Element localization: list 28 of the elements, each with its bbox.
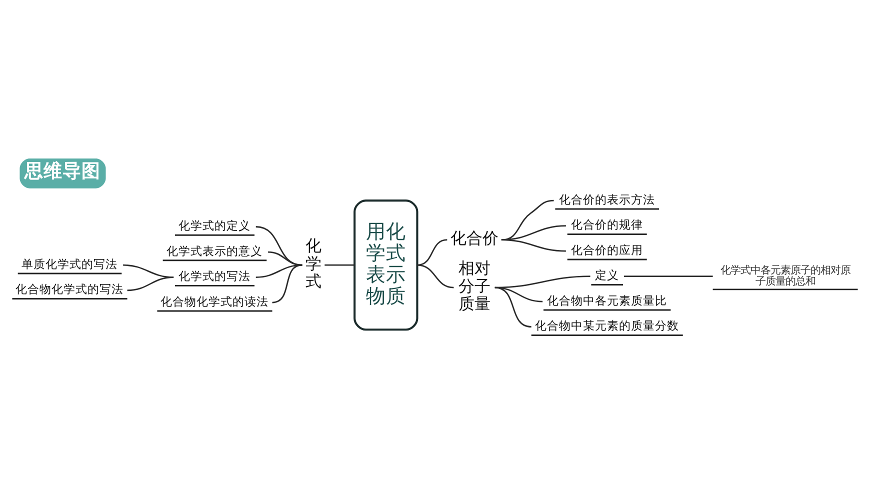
node-text: 化合物化学式的读法: [160, 294, 269, 308]
node-text: 化学式中各元素原子的相对原子质量的总和: [720, 264, 850, 288]
connector: [324, 264, 355, 266]
connector: [494, 286, 532, 328]
node-text: 化合价的应用: [571, 242, 644, 256]
node-text: 化合物化学式的写法: [16, 282, 124, 296]
node-text: 化学式的写法: [178, 268, 251, 283]
node-text: 化合物中某元素的质量分数: [535, 318, 680, 332]
node-box: 用化学式表示物质: [354, 199, 418, 330]
node-text: 化合价的表示方法: [559, 192, 656, 206]
node-text: 化学式: [305, 236, 322, 290]
connector: [127, 276, 174, 291]
node-text: 相对分子质量: [458, 258, 490, 313]
connector: [417, 264, 454, 288]
connector: [256, 226, 302, 266]
connector: [501, 238, 566, 252]
node-text: 化合价: [450, 228, 498, 248]
connector: [268, 250, 302, 266]
node-text: 化学式的定义: [178, 218, 251, 232]
node-text: 定义: [595, 268, 620, 282]
node-text: 化合物中各元素质量比: [547, 292, 668, 307]
node-text: 单质化学式的写法: [22, 256, 118, 270]
connector: [417, 238, 448, 266]
diagram-title: 思维导图: [24, 160, 100, 182]
connector: [624, 275, 713, 277]
connector: [272, 264, 302, 303]
node-text: 化合价的规律: [571, 217, 644, 232]
node-text: 化学式表示的意义: [166, 243, 263, 258]
